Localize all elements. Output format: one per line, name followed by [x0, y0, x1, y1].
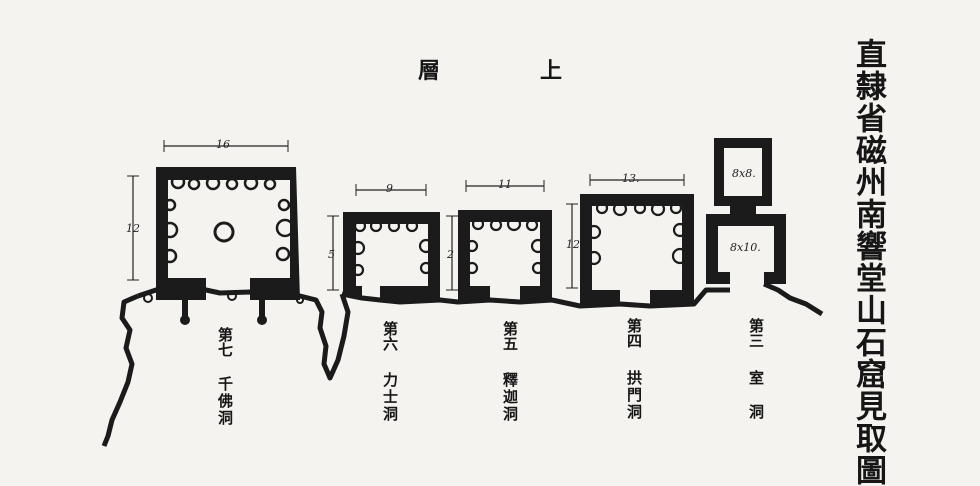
- cave-5-number: 第五: [501, 321, 519, 351]
- ledge-path: [341, 287, 730, 309]
- cave-5-width-mark: 11: [498, 178, 512, 191]
- cave-4-number: 第四: [625, 318, 643, 348]
- cave-3-outer-room-mark: 8x10.: [730, 241, 761, 254]
- cave-3-inner-room-mark: 8x8.: [732, 167, 756, 180]
- cave-5-walls: [458, 210, 552, 300]
- cave-3-outer-walls: [706, 214, 786, 284]
- cave-4-plan: [566, 174, 694, 304]
- level-label-char-2: 上: [540, 58, 563, 84]
- cave-3-number: 第三: [747, 318, 765, 348]
- cave-7-depth-mark: 12: [126, 222, 140, 235]
- cliff-left-outline: [137, 287, 351, 381]
- cave-7-width-mark: 16: [216, 138, 230, 151]
- cave-4-width-mark: 13.: [622, 172, 640, 185]
- cave-7-name: 千佛洞: [216, 376, 234, 427]
- cave-5-plan: [446, 180, 552, 300]
- cave-6-walls: [343, 212, 440, 300]
- cave-6-number: 第六: [381, 321, 399, 351]
- cave-4-walls: [580, 194, 694, 304]
- cave-7-number: 第七: [216, 327, 234, 357]
- cave-6-width-mark: 9: [386, 182, 393, 195]
- level-label-char-1: 層: [418, 58, 441, 84]
- cave-6-depth-mark: 5: [328, 248, 335, 261]
- cave-4-depth-mark: 12: [566, 238, 580, 251]
- cave-5-depth-mark: 2: [446, 248, 454, 261]
- cliff-ledge: [101, 281, 824, 447]
- cave-6-name: 力士洞: [381, 372, 399, 423]
- cave-5-name: 釋迦洞: [501, 372, 519, 423]
- diagram-title: 直隸省磁州南響堂山石窟見取圖: [850, 38, 886, 486]
- cave-4-name: 拱門洞: [625, 370, 643, 421]
- cave-6-plan: [327, 184, 440, 300]
- cave-3-name: 室 洞: [747, 370, 765, 421]
- cave-3-plan: [706, 138, 786, 284]
- cave-7-walls: [156, 167, 300, 300]
- cliff-left-scarp: [101, 293, 139, 447]
- cliff-right-outline: [763, 281, 824, 317]
- cave-7-plan: [127, 140, 300, 325]
- cave-3-inner-walls: [714, 138, 772, 214]
